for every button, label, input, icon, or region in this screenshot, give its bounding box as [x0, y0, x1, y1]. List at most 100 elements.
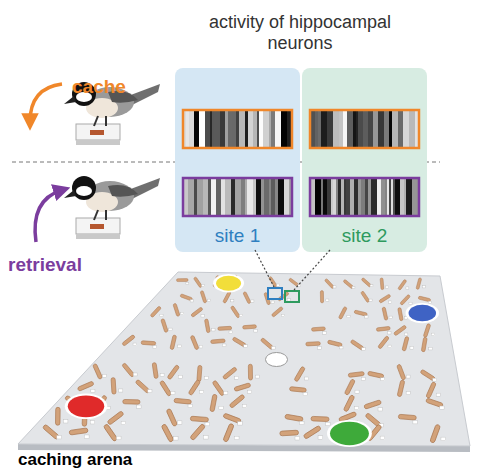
cache-site: [326, 422, 330, 425]
cache-site: [326, 299, 329, 301]
perch: [190, 424, 206, 441]
cache-arrow: [30, 84, 62, 122]
cache-site: [201, 315, 204, 317]
cache-site: [199, 345, 203, 348]
cache-site: [171, 391, 175, 394]
cache-site: [180, 312, 183, 314]
cache-site: [281, 314, 284, 316]
cache-site: [388, 331, 391, 334]
text-label: retrieval: [8, 254, 118, 276]
perch: [294, 366, 305, 382]
perch: [344, 379, 355, 396]
cache-site: [272, 346, 276, 349]
cache-site: [300, 421, 304, 424]
cache-site: [190, 300, 193, 302]
cache-site: [239, 314, 242, 316]
perch: [368, 371, 384, 378]
cache-site: [242, 404, 246, 407]
perch: [426, 382, 437, 399]
feeder: [330, 422, 369, 445]
perch: [218, 326, 232, 330]
perch: [361, 291, 370, 303]
cache-site: [231, 300, 234, 302]
perch: [141, 341, 156, 346]
perch: [378, 336, 390, 349]
cache-site: [378, 408, 382, 411]
perch: [223, 423, 234, 442]
neural-activity-barcode: [183, 178, 292, 216]
feeder: [216, 276, 241, 291]
perch: [289, 387, 306, 393]
perch: [306, 342, 321, 346]
cache-site: [212, 328, 215, 331]
cache-site: [137, 405, 141, 408]
perch: [397, 380, 405, 397]
cache-site: [409, 302, 412, 304]
perch: [421, 337, 427, 352]
cache-site: [90, 421, 94, 424]
feeder-rim: [406, 303, 440, 323]
perch: [55, 407, 60, 425]
site-2-marker: [285, 291, 299, 302]
perch: [379, 294, 391, 303]
cache-site: [389, 301, 392, 303]
perch: [280, 430, 299, 436]
text-label: cache: [72, 76, 152, 98]
perch: [69, 428, 88, 435]
cache-site: [224, 391, 228, 394]
leader-line: [255, 250, 274, 287]
cache-site: [441, 437, 446, 440]
cache-site: [207, 299, 210, 301]
site-panel: site 2: [302, 68, 427, 252]
cache-site: [386, 286, 389, 288]
cache-site: [298, 285, 301, 287]
leader-line: [294, 250, 330, 290]
cache-site: [422, 286, 425, 288]
cache-site: [389, 316, 392, 318]
feeder: [68, 395, 104, 417]
cache-site: [355, 390, 359, 393]
perch: [166, 408, 177, 426]
perch: [173, 303, 180, 316]
cache-site: [234, 436, 239, 439]
cache-site: [160, 373, 164, 376]
cache-site: [103, 374, 107, 377]
perch: [223, 291, 232, 303]
perch: [170, 335, 177, 350]
perch: [248, 364, 252, 380]
text-label: caching arena: [18, 450, 218, 470]
perch: [382, 307, 388, 320]
cache-site: [153, 346, 157, 349]
perch: [188, 379, 200, 395]
cache-site: [303, 393, 307, 396]
site-label: site 2: [342, 225, 387, 252]
cache-site: [84, 435, 89, 438]
perch: [397, 364, 406, 380]
perch: [398, 308, 404, 321]
perch: [416, 278, 422, 290]
cache-site: [177, 421, 181, 424]
cache-site: [404, 333, 407, 336]
perch: [338, 306, 347, 319]
neural-activity-barcode: [310, 178, 419, 216]
cache-site: [57, 435, 62, 438]
cache-site: [244, 345, 248, 348]
perch: [327, 340, 342, 347]
cache-site: [63, 420, 67, 423]
cache-site: [133, 373, 137, 376]
perch: [289, 278, 300, 287]
cache-site: [410, 346, 414, 349]
cache-site: [222, 344, 226, 347]
neural-activity-barcode: [310, 110, 419, 148]
cache-site: [370, 285, 373, 287]
text-label: activity of hippocampal neurons: [205, 12, 395, 53]
cache-site: [188, 404, 192, 407]
perch: [190, 335, 199, 350]
cache-site: [365, 316, 368, 318]
perch: [348, 372, 364, 378]
perch: [230, 306, 240, 319]
perch: [354, 310, 367, 316]
perch: [402, 336, 409, 351]
cache-site: [91, 389, 95, 392]
perch: [176, 279, 188, 282]
